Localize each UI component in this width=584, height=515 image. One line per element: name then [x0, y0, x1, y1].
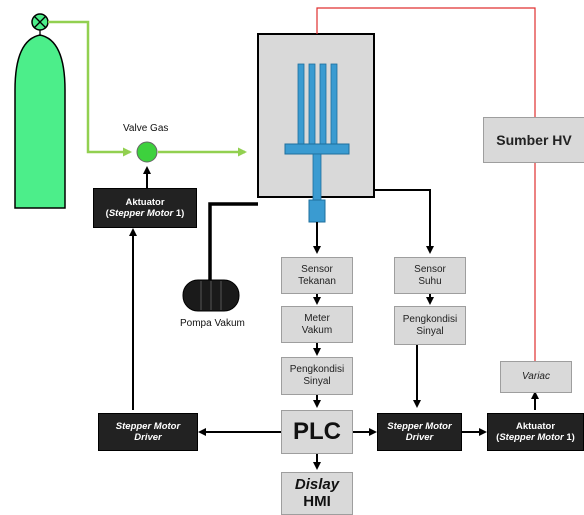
pressure-probe — [308, 199, 326, 223]
pengkondisi-sinyal-2-line2: Sinyal — [416, 325, 444, 337]
valve-gas-label: Valve Gas — [123, 123, 169, 134]
plc-box: PLC — [281, 410, 353, 454]
sumber-hv-label: Sumber HV — [496, 131, 572, 148]
aktuator-left-box: Aktuator (Stepper Motor 1) — [93, 188, 197, 228]
sensor-suhu-line2: Suhu — [418, 275, 442, 287]
plc-label: PLC — [293, 417, 341, 445]
meter-vakum-line2: Vakum — [301, 324, 333, 336]
aktuator-right-title: Aktuator — [515, 420, 556, 432]
gas-line — [48, 20, 132, 157]
pompa-vakum-label: Pompa Vakum — [180, 318, 245, 329]
sensor-suhu-box: Sensor Suhu — [394, 257, 466, 294]
meter-vakum-box: Meter Vakum — [281, 306, 353, 343]
variac-box: Variac — [500, 361, 572, 393]
driver-right-line1: Stepper Motor — [387, 420, 452, 432]
sumber-hv-box: Sumber HV — [483, 117, 584, 163]
driver-left-box: Stepper Motor Driver — [98, 413, 198, 451]
pengkondisi-sinyal-1-line1: Pengkondisi — [289, 364, 345, 375]
electrode-plate — [284, 143, 350, 155]
meter-vakum-line1: Meter — [304, 312, 330, 324]
valve-gas-icon — [136, 141, 158, 163]
driver-left-line1: Stepper Motor — [115, 420, 181, 432]
pengkondisi-sinyal-2-box: Pengkondisi Sinyal — [394, 306, 466, 345]
sensor-tekanan-box: Sensor Tekanan — [281, 257, 353, 294]
pengkondisi-sinyal-2-line1: Pengkondisi — [402, 313, 458, 325]
display-hmi-box: Dislay HMI — [281, 472, 353, 515]
pengkondisi-sinyal-1-box: Pengkondisi Sinyal — [281, 357, 353, 395]
aktuator-right-subtitle: (Stepper Motor 1) — [496, 432, 575, 443]
display-hmi-line2: HMI — [303, 492, 331, 510]
display-hmi-line1: Dislay — [294, 476, 340, 493]
aktuator-left-title: Aktuator — [125, 196, 165, 208]
sensor-tekanan-line2: Tekanan — [298, 275, 336, 287]
aktuator-left-subtitle: (Stepper Motor 1) — [105, 208, 185, 219]
pump-line — [208, 202, 258, 280]
hv-line — [316, 7, 536, 117]
driver-left-line2: Driver — [134, 432, 162, 443]
sensor-tekanan-line1: Sensor — [301, 263, 333, 275]
pengkondisi-sinyal-1-line2: Sinyal — [303, 376, 331, 387]
sensor-suhu-line1: Sensor — [414, 263, 446, 275]
gas-cylinder — [14, 34, 66, 209]
driver-right-line2: Driver — [405, 432, 434, 443]
driver-right-box: Stepper Motor Driver — [377, 413, 462, 451]
variac-label: Variac — [522, 371, 550, 382]
aktuator-right-box: Aktuator (Stepper Motor 1) — [487, 413, 584, 451]
